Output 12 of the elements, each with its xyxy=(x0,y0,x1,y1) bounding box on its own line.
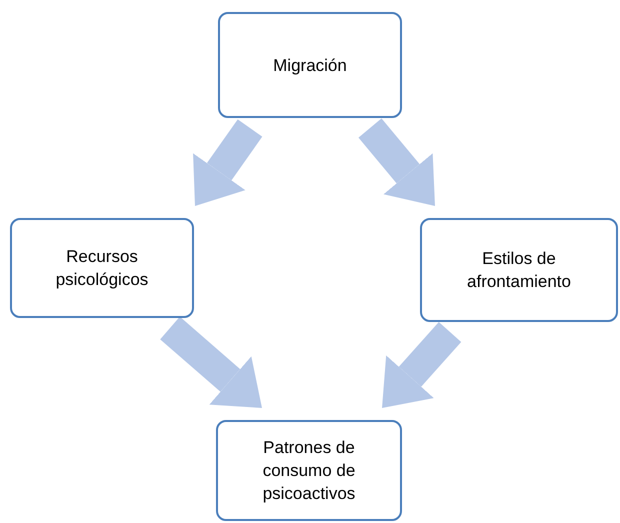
box-label: Patrones de consumo de psicoactivos xyxy=(262,437,356,505)
block-arrow xyxy=(358,118,435,206)
process-box xyxy=(420,218,618,322)
box-label: Estilos de afrontamiento xyxy=(466,248,572,293)
process-box xyxy=(10,218,194,318)
box-label: Recursos psicológicos xyxy=(54,246,150,291)
block-arrow xyxy=(382,322,462,408)
block-arrow xyxy=(160,316,262,408)
box-label: Migración xyxy=(273,54,347,76)
process-box xyxy=(218,12,402,118)
block-arrow xyxy=(193,119,262,206)
process-box xyxy=(216,420,402,521)
